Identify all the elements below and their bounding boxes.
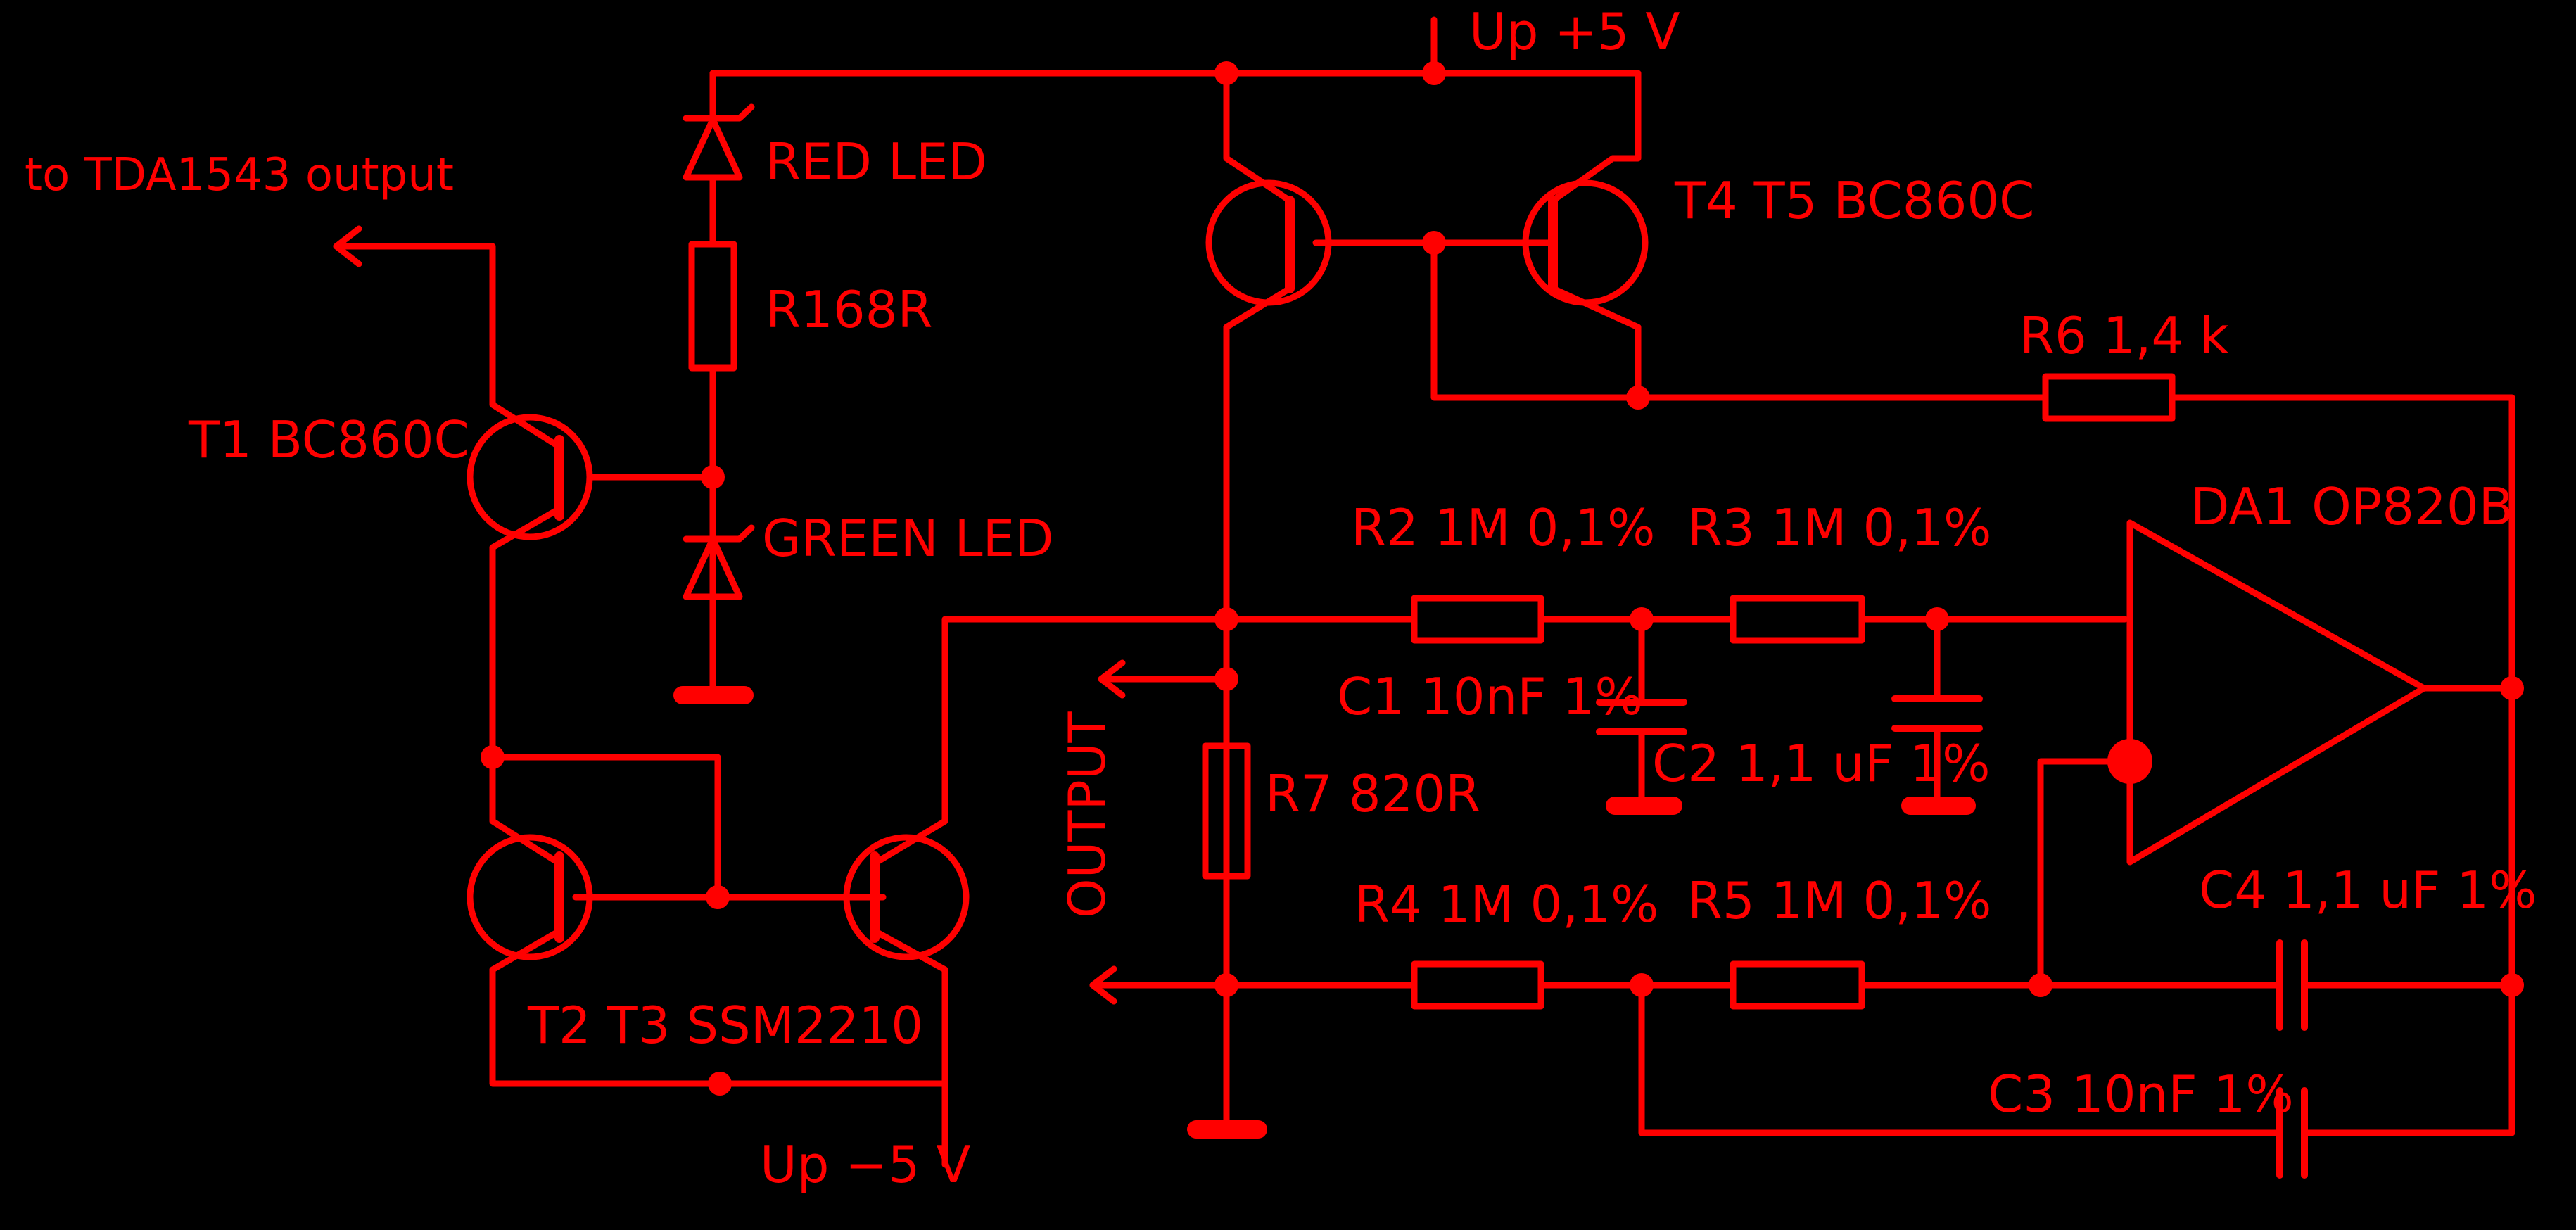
junction-dot: [1214, 61, 1238, 85]
capacitors: [1596, 695, 2308, 1179]
resistor-r5: [1730, 960, 1865, 1010]
label-da1: DA1 OP820B: [2190, 477, 2513, 536]
wire-t4-emitter: [1223, 70, 1293, 204]
label-r4: R4 1M 0,1%: [1354, 875, 1658, 934]
junction-dot: [1626, 386, 1650, 410]
junction-dot: [708, 1072, 732, 1096]
junction-dot: [1422, 61, 1446, 85]
arrow-output-lower: [1089, 965, 1117, 1005]
wires: [333, 16, 2515, 1168]
junction-dot: [2029, 973, 2052, 997]
label-output: OUTPUT: [1058, 711, 1117, 918]
transistors: [467, 179, 1649, 960]
junction-dot: [1422, 231, 1446, 255]
label-c1: C1 10nF 1%: [1337, 667, 1643, 726]
wire-op-minus: [2037, 758, 2133, 989]
label-c3: C3 10nF 1%: [1988, 1065, 2294, 1124]
resistor-r6: [2042, 373, 2176, 422]
transistor-t4: [1205, 179, 1332, 306]
junction-dots: [481, 61, 2524, 1096]
junction-dot: [1630, 607, 1654, 631]
transistor-t3: [843, 834, 970, 960]
label-t1: T1 BC860C: [188, 410, 469, 469]
junction-dot: [1925, 607, 1949, 631]
junction-dot: [1214, 607, 1238, 631]
resistor-r3: [1730, 595, 1865, 644]
wire-t2-top: [489, 754, 721, 901]
capacitor-c3: [2276, 1087, 2308, 1179]
label-c2: C2 1,1 uF 1%: [1652, 734, 1991, 793]
label-t2-t3: T2 T3 SSM2210: [527, 996, 923, 1055]
junction-dot: [706, 885, 730, 909]
label-r6: R6 1,4 k: [2019, 306, 2229, 365]
label-r2: R2 1M 0,1%: [1351, 498, 1655, 557]
label-r5: R5 1M 0,1%: [1687, 871, 1991, 930]
capacitor-c4: [2276, 939, 2308, 1031]
transistor-t2: [467, 834, 593, 960]
label-r1: R168R: [766, 280, 932, 339]
capacitor-c2: [1891, 695, 1983, 732]
junction-dot: [1214, 667, 1238, 691]
junction-dot: [1630, 973, 1654, 997]
leds: [683, 103, 755, 600]
transistor-t5: [1522, 179, 1649, 306]
wire-t3-emitter: [871, 927, 948, 1087]
arrows: [333, 225, 1126, 1005]
labels: Up +5 V Up −5 V to TDA1543 output RED LE…: [25, 2, 2537, 1194]
junction-dot: [701, 465, 725, 489]
arrow-to-tda: [333, 225, 362, 267]
wire-t1-collector: [489, 505, 563, 761]
resistor-r2: [1411, 595, 1544, 644]
wire-t3-collector: [871, 616, 1230, 867]
label-green-led: GREEN LED: [762, 509, 1054, 568]
wire-c3-loop: [1638, 982, 2515, 1136]
label-up-neg: Up −5 V: [760, 1135, 971, 1194]
green-led-icon: [683, 524, 755, 600]
label-r3: R3 1M 0,1%: [1687, 498, 1991, 557]
red-led-icon: [683, 103, 755, 181]
capacitor-c1: [1596, 699, 1687, 735]
arrow-output-tap: [1098, 659, 1126, 699]
wire-t1-emitter-in: [333, 243, 563, 450]
transistor-t1: [467, 414, 593, 540]
junction-dot: [2500, 973, 2524, 997]
wire-t4-collector: [1223, 285, 1293, 1133]
junction-dot: [481, 745, 505, 769]
resistor-r1: [688, 241, 737, 372]
wire-top-rail: [709, 70, 1642, 162]
wire-t5-emitter: [1549, 155, 1616, 204]
junction-dot: [2500, 676, 2524, 700]
label-up-pos: Up +5 V: [1469, 2, 1680, 61]
label-to-tda: to TDA1543 output: [25, 149, 454, 201]
ground-bars: [673, 686, 1976, 1139]
op-amp-da1: [2126, 519, 2428, 866]
label-red-led: RED LED: [766, 132, 987, 191]
resistor-r7: [1202, 742, 1251, 880]
label-c4: C4 1,1 uF 1%: [2199, 861, 2537, 920]
resistor-r4: [1411, 960, 1544, 1010]
junction-dot: [1214, 973, 1238, 997]
resistors: [688, 241, 2176, 1010]
label-r7: R7 820R: [1265, 764, 1480, 823]
label-t4-t5: T4 T5 BC860C: [1674, 171, 2034, 230]
